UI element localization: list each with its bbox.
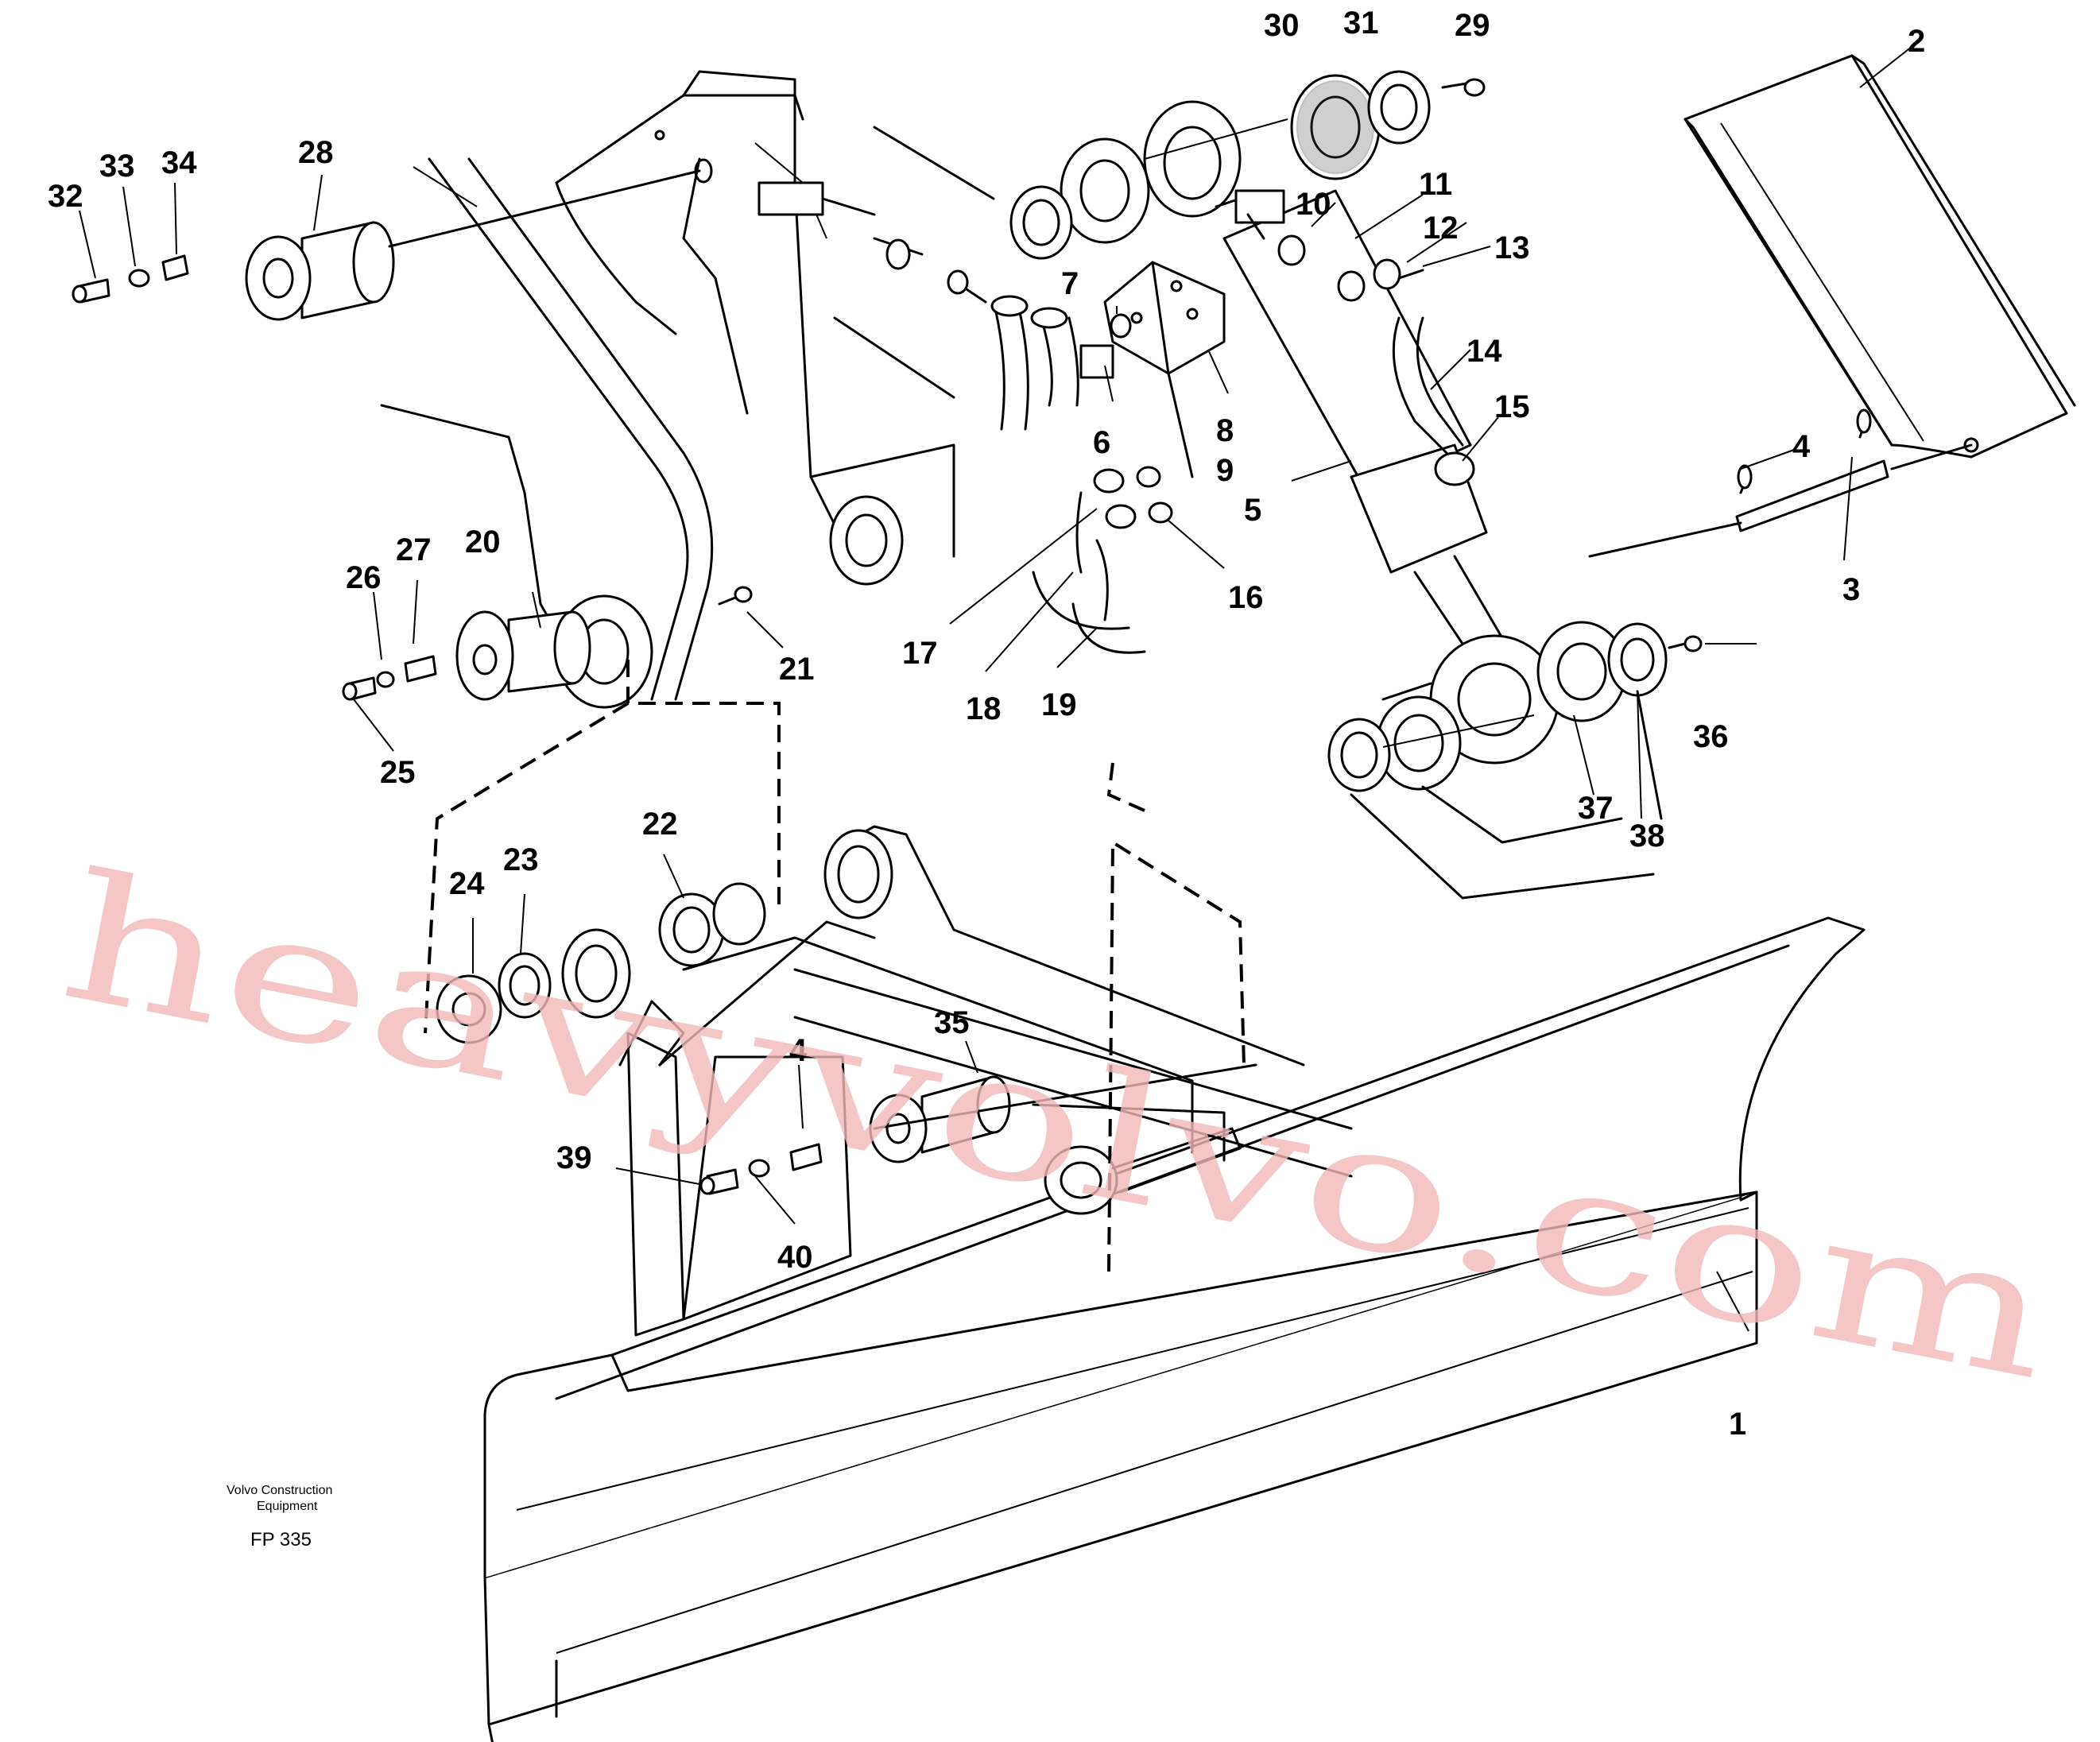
part-label-15: 15 xyxy=(1494,389,1530,424)
cover-plate xyxy=(1683,54,2076,459)
cylinder-fittings xyxy=(1246,213,1475,486)
machine-frame xyxy=(380,70,995,709)
valve-block xyxy=(1079,261,1226,379)
part-label-11: 11 xyxy=(1419,167,1452,202)
part-label-21: 21 xyxy=(779,652,815,687)
lower-hoses xyxy=(1032,372,1194,654)
part-label-1: 1 xyxy=(1729,1407,1746,1442)
caption-line-1: Volvo Construction xyxy=(227,1484,332,1497)
part-label-12: 12 xyxy=(1423,211,1459,246)
pin-28-assembly xyxy=(72,169,701,321)
part-label-3: 3 xyxy=(1842,572,1860,607)
lower-bushing-set xyxy=(1327,621,1703,792)
part-label-33: 33 xyxy=(99,149,135,184)
part-label-14: 14 xyxy=(1467,334,1502,369)
part-label-4-lower: 4 xyxy=(789,1033,808,1068)
part-label-25: 25 xyxy=(380,755,416,790)
group-lines xyxy=(873,690,1663,1130)
part-label-24: 24 xyxy=(449,866,485,901)
part-label-38: 38 xyxy=(1629,819,1665,854)
part-label-18: 18 xyxy=(966,691,1002,726)
top-bushing-set xyxy=(1009,70,1486,260)
part-label-10: 10 xyxy=(1296,187,1331,222)
part-labels: 1 2 3 4 4 5 6 7 8 9 10 11 12 13 14 15 16… xyxy=(48,6,1925,1442)
part-label-40: 40 xyxy=(777,1240,813,1275)
figure-caption: Volvo Construction Equipment FP 335 xyxy=(227,1484,332,1550)
part-label-2: 2 xyxy=(1908,24,1925,59)
caption-line-2: Equipment xyxy=(257,1500,318,1513)
part-label-26: 26 xyxy=(346,560,382,595)
hydraulic-cylinder xyxy=(1143,100,1560,765)
part-label-34: 34 xyxy=(161,145,197,180)
part-label-13: 13 xyxy=(1494,230,1530,265)
part-label-4: 4 xyxy=(1792,429,1811,464)
part-label-28: 28 xyxy=(298,135,334,170)
frame-valve-fittings xyxy=(757,181,924,270)
leader-lines xyxy=(79,43,1916,1332)
part-label-7: 7 xyxy=(1061,266,1079,301)
part-label-16: 16 xyxy=(1228,580,1264,615)
part-label-23: 23 xyxy=(503,842,539,877)
cylinder-mount xyxy=(1044,1127,1242,1215)
frame-hoses xyxy=(947,269,1079,431)
part-label-32: 32 xyxy=(48,179,83,214)
part-label-37: 37 xyxy=(1578,791,1614,826)
part-label-29: 29 xyxy=(1455,8,1490,43)
part-label-6: 6 xyxy=(1093,425,1110,460)
part-label-19: 19 xyxy=(1041,687,1077,722)
part-label-31: 31 xyxy=(1343,6,1379,41)
part-label-22: 22 xyxy=(642,807,678,842)
bushings-22-23-24 xyxy=(436,882,766,1044)
part-label-17: 17 xyxy=(902,636,938,671)
frame-trunnion-left xyxy=(561,829,893,1019)
part-label-5: 5 xyxy=(1244,493,1261,528)
part-label-20: 20 xyxy=(465,525,501,559)
part-label-9: 9 xyxy=(1216,453,1234,488)
part-label-27: 27 xyxy=(396,532,432,567)
part-label-30: 30 xyxy=(1264,8,1300,43)
pin-35-assembly xyxy=(699,1075,1011,1195)
dashed-connectors xyxy=(424,660,1246,1272)
pin-20-assembly xyxy=(342,586,753,701)
part-label-39: 39 xyxy=(556,1140,592,1175)
part-label-35: 35 xyxy=(934,1005,970,1040)
figure-code: FP 335 xyxy=(250,1529,312,1550)
part-label-8: 8 xyxy=(1216,413,1234,448)
part-label-36: 36 xyxy=(1693,719,1729,754)
